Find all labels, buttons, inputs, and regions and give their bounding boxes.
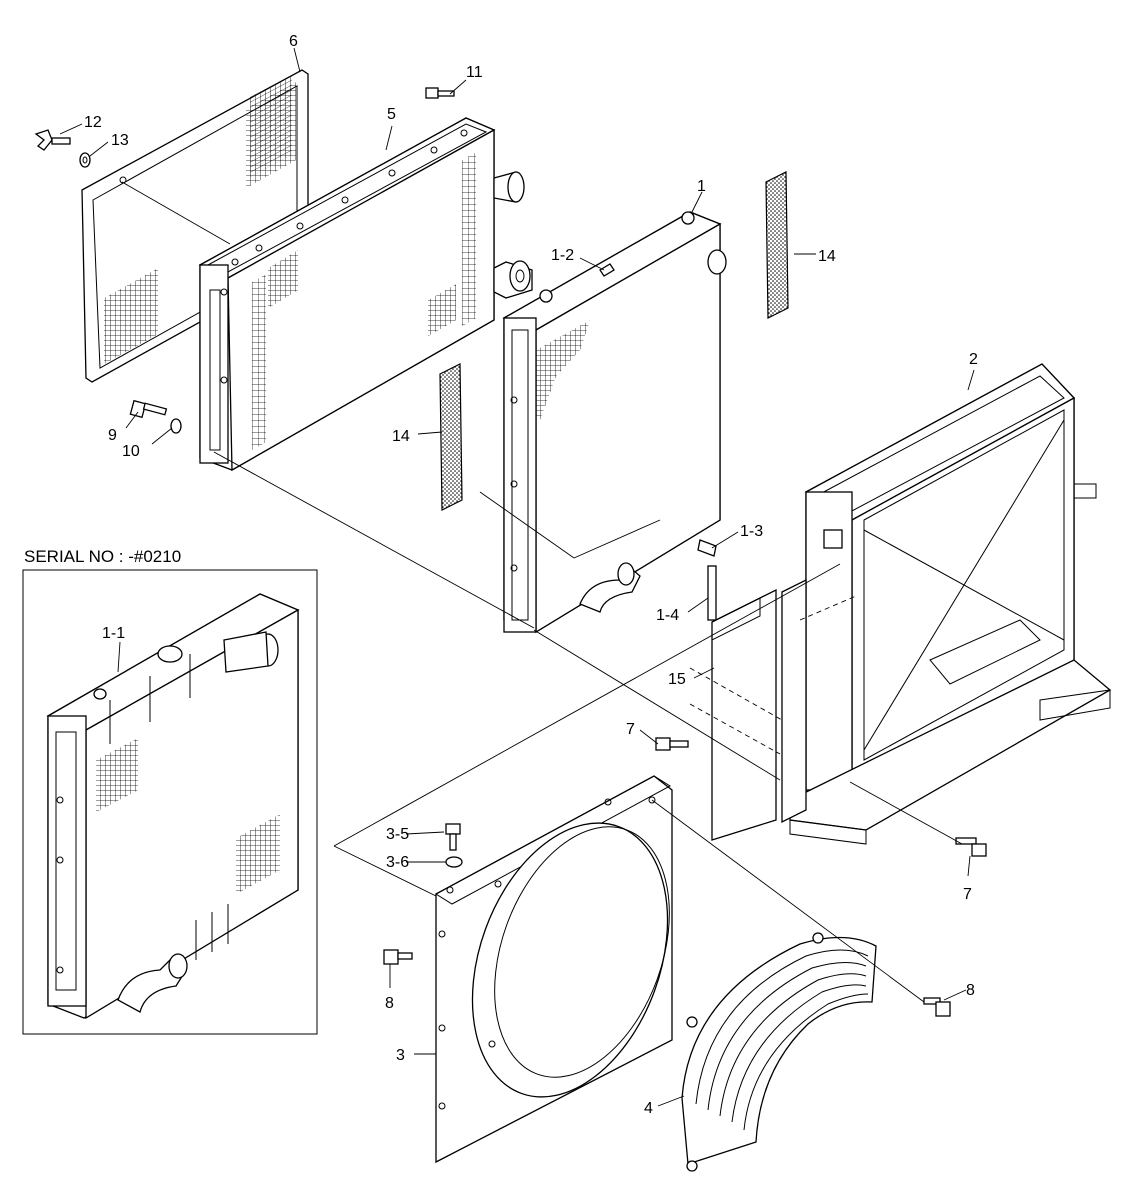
callout-1: 1 [697,178,706,195]
callout-1-3: 1-3 [740,523,763,540]
assembly-lines [121,181,963,1003]
callout-1-2: 1-2 [551,247,574,264]
callout-8-right: 8 [966,982,975,999]
fan-shroud [435,775,673,1164]
callout-10: 10 [122,443,140,460]
serial-label: SERIAL NO : -#0210 [24,547,181,566]
radiator-core [502,211,727,634]
callout-9: 9 [108,427,117,444]
callout-4: 4 [644,1100,653,1117]
callout-14-right: 14 [818,248,836,265]
washer-3-6 [445,856,463,868]
callout-15: 15 [668,671,686,688]
callout-12: 12 [84,114,102,131]
bolt-7-lower [955,837,987,857]
bolt-7-upper [655,737,689,751]
callout-1-1: 1-1 [102,625,125,642]
side-bracket [711,588,777,841]
callout-14-left: 14 [392,428,410,445]
callout-11: 11 [466,64,483,81]
radiator-frame [198,117,533,472]
bolt-8-right [923,997,951,1017]
callout-3: 3 [396,1047,405,1064]
screen-panel [81,69,309,383]
foam-pad-left [439,363,463,511]
wing-bolt [34,129,71,151]
fan-guard [681,932,877,1172]
support-frame [789,363,1112,845]
callout-7-upper: 7 [626,721,635,738]
bolt-top [425,87,455,99]
washer-left [170,418,182,434]
bolt-left [129,399,168,419]
serial-inset-box [22,569,318,1035]
callout-13: 13 [111,132,129,149]
callout-7-lower: 7 [963,886,972,903]
inset-radiator [46,593,300,1020]
callout-2: 2 [969,351,978,368]
callout-8-left: 8 [385,995,394,1012]
callout-3-5: 3-5 [386,826,409,843]
washer-small [79,152,91,168]
leader-lines [59,47,975,1107]
callout-6: 6 [289,33,298,50]
callout-5: 5 [387,106,396,123]
bolt-3-5 [445,823,461,851]
callout-1-4: 1-4 [656,607,679,624]
bolt-8-left [383,949,413,965]
side-panel [781,578,807,824]
callout-3-6: 3-6 [386,854,409,871]
foam-pad-right [765,171,789,319]
